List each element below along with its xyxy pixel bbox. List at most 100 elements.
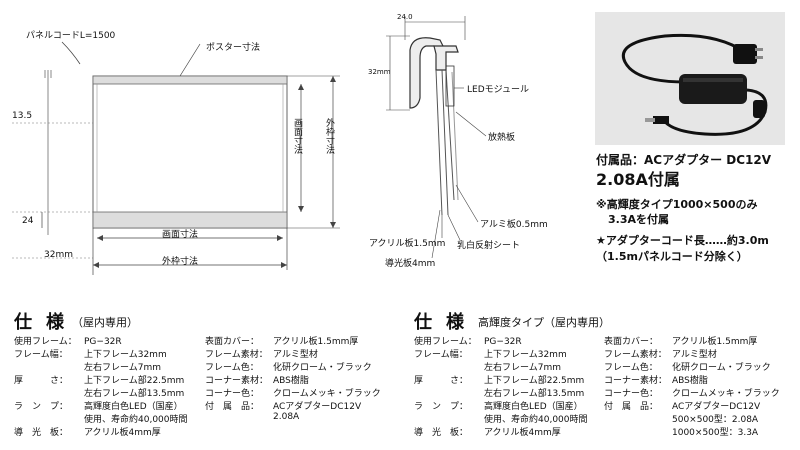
spec-value: ACアダプターDC12V (672, 402, 761, 412)
spec-value: 2.08A (273, 412, 300, 422)
spec-row: 1000×500型：3.3A (604, 425, 758, 438)
spec-row: 付 属 品： ACアダプターDC12V (205, 399, 361, 412)
led-module-label: LEDモジュール (467, 85, 530, 95)
spec-key: 導 光 板： (414, 428, 469, 438)
spec-row: 500×500型：2.08A (604, 412, 758, 425)
spec-value: 使用、寿命約40,000時間 (484, 415, 588, 425)
dim-24: 24 (22, 216, 34, 226)
spec-row: ラ ン プ：高輝度白色LED（国産） (414, 399, 583, 412)
spec-value: 左右フレーム部13.5mm (484, 389, 585, 399)
spec-row: 導 光 板： アクリル板4mm厚 (14, 425, 161, 438)
spec-value: アルミ型材 (672, 350, 717, 360)
spec-row: 導 光 板： アクリル板4mm厚 (414, 425, 561, 438)
spec-row: 使用、寿命約40,000時間 (414, 412, 588, 425)
spec-row: 使用フレーム： PG−32R (414, 334, 522, 347)
spec-value: 左右フレーム7mm (84, 363, 161, 373)
spec-row: フレーム幅： 上下フレーム32mm (414, 347, 567, 360)
spec-key: フレーム素材： (205, 350, 268, 360)
spec-value: 上下フレーム部22.5mm (84, 376, 185, 386)
spec-value: PG−32R (484, 337, 522, 347)
spec-row: フレーム幅：上下フレーム32mm (14, 347, 167, 360)
screen-size-v-label: 画面寸法 (292, 118, 302, 154)
spec-value: 上下フレーム32mm (84, 350, 167, 360)
spec-value: ABS樹脂 (672, 376, 708, 386)
accessory-note2a: ★アダプターコード長……約3.0m (596, 234, 769, 247)
spec-row: 左右フレーム7mm (414, 360, 561, 373)
spec-row: フレーム色： 化研クローム・ブラック (604, 360, 771, 373)
spec-key: フレーム幅： (414, 350, 468, 360)
spec-value: PG−32R (84, 337, 122, 347)
poster-size-label: ポスター寸法 (206, 43, 261, 53)
acrylic-plate-label: アクリル板1.5mm (369, 239, 446, 249)
spec-row: 左右フレーム部13.5mm (14, 386, 184, 399)
accessory-line1: 付属品：ACアダプター DC12V (596, 153, 772, 167)
spec-row: 厚 さ： 上下フレーム部22.5mm (14, 373, 184, 386)
spec-value: ACアダプターDC12V (273, 402, 362, 412)
spec-key: 使用フレーム： (414, 337, 477, 347)
light-guide-label: 導光板4mm (385, 259, 436, 269)
spec-key: 厚 さ： (14, 376, 69, 386)
accessory-line2: 2.08A付属 (596, 170, 680, 189)
spec-value: アクリル板4mm厚 (84, 428, 161, 438)
spec-value: 化研クローム・ブラック (672, 363, 771, 373)
spec-value: ABS樹脂 (273, 376, 309, 386)
outer-size-h-label: 外枠寸法 (162, 257, 199, 267)
screen-size-h-label: 画面寸法 (162, 230, 199, 240)
spec-row: 表面カバー： アクリル板1.5mm厚 (604, 334, 757, 347)
spec-value: クロームメッキ・ブラック (273, 389, 381, 399)
spec-row: ラ ン プ：高輝度白色LED（国産） (14, 399, 183, 412)
spec-row: コーナー色：クロームメッキ・ブラック (604, 386, 780, 399)
spec-row: フレーム素材： アルミ型材 (205, 347, 318, 360)
spec-value: 500×500型：2.08A (672, 415, 759, 425)
spec-key: フレーム素材： (604, 350, 667, 360)
spec-row: 厚 さ： 上下フレーム部22.5mm (414, 373, 584, 386)
accessory-note2b: （1.5mパネルコード分除く） (596, 250, 748, 263)
spec-key: 厚 さ： (414, 376, 469, 386)
aluminum-plate-label: アルミ板0.5mm (480, 220, 548, 230)
spec-row: 付 属 品： ACアダプターDC12V (604, 399, 760, 412)
spec-value: 左右フレーム7mm (484, 363, 561, 373)
spec-key: コーナー素材： (604, 376, 668, 386)
spec-right-subtitle: 高輝度タイプ（屋内専用） (478, 316, 610, 329)
spec-row: 左右フレーム部13.5mm (414, 386, 584, 399)
spec-row: フレーム素材： アルミ型材 (604, 347, 717, 360)
spec-key: ラ ン プ： (14, 402, 69, 412)
spec-value: 化研クローム・ブラック (273, 363, 372, 373)
milky-sheet-label: 乳白反射シート (457, 241, 521, 251)
spec-row: 2.08A (205, 412, 299, 422)
heat-sink-label: 放熱板 (488, 133, 516, 143)
spec-value: クロームメッキ・ブラック (672, 389, 780, 399)
spec-key: フレーム色： (604, 363, 658, 373)
spec-value: 1000×500型：3.3A (672, 428, 759, 438)
spec-value: アクリル板1.5mm厚 (273, 337, 359, 347)
accessory-note1b: 3.3Aを付属 (608, 213, 669, 226)
spec-row: フレーム色：化研クローム・ブラック (205, 360, 372, 373)
spec-key: コーナー素材： (205, 376, 269, 386)
spec-value: アクリル板1.5mm厚 (672, 337, 758, 347)
ac-adapter-photo (595, 12, 785, 145)
profile-section-drawing (386, 16, 487, 259)
spec-value: 上下フレーム32mm (484, 350, 567, 360)
spec-key: コーナー色： (205, 389, 260, 399)
dim-13-5: 13.5 (12, 111, 33, 121)
spec-key: 表面カバー： (604, 337, 659, 347)
spec-value: 左右フレーム部13.5mm (84, 389, 185, 399)
spec-row: 左右フレーム7mm (14, 360, 161, 373)
spec-value: 使用、寿命約40,000時間 (84, 415, 188, 425)
spec-left-title: 仕様 (14, 312, 78, 333)
dim-32mm-profile: 32mm (368, 68, 391, 76)
spec-row: コーナー色： クロームメッキ・ブラック (205, 386, 381, 399)
spec-value: 上下フレーム部22.5mm (484, 376, 585, 386)
outer-size-v-label: 外枠寸法 (324, 118, 334, 154)
panel-cord-label: パネルコードL=1500 (26, 31, 116, 41)
front-view-drawing (12, 41, 340, 275)
spec-value: アクリル板4mm厚 (484, 428, 561, 438)
spec-key: 導 光 板： (14, 428, 69, 438)
dim-24-0: 24.0 (397, 13, 413, 21)
spec-row: 使用フレーム：PG−32R (14, 334, 122, 347)
spec-value: アルミ型材 (273, 350, 318, 360)
spec-key: 付 属 品： (205, 402, 260, 412)
spec-key: 付 属 品： (604, 402, 659, 412)
spec-row: 使用、寿命約40,000時間 (14, 412, 188, 425)
spec-right-title: 仕様 (414, 312, 478, 333)
